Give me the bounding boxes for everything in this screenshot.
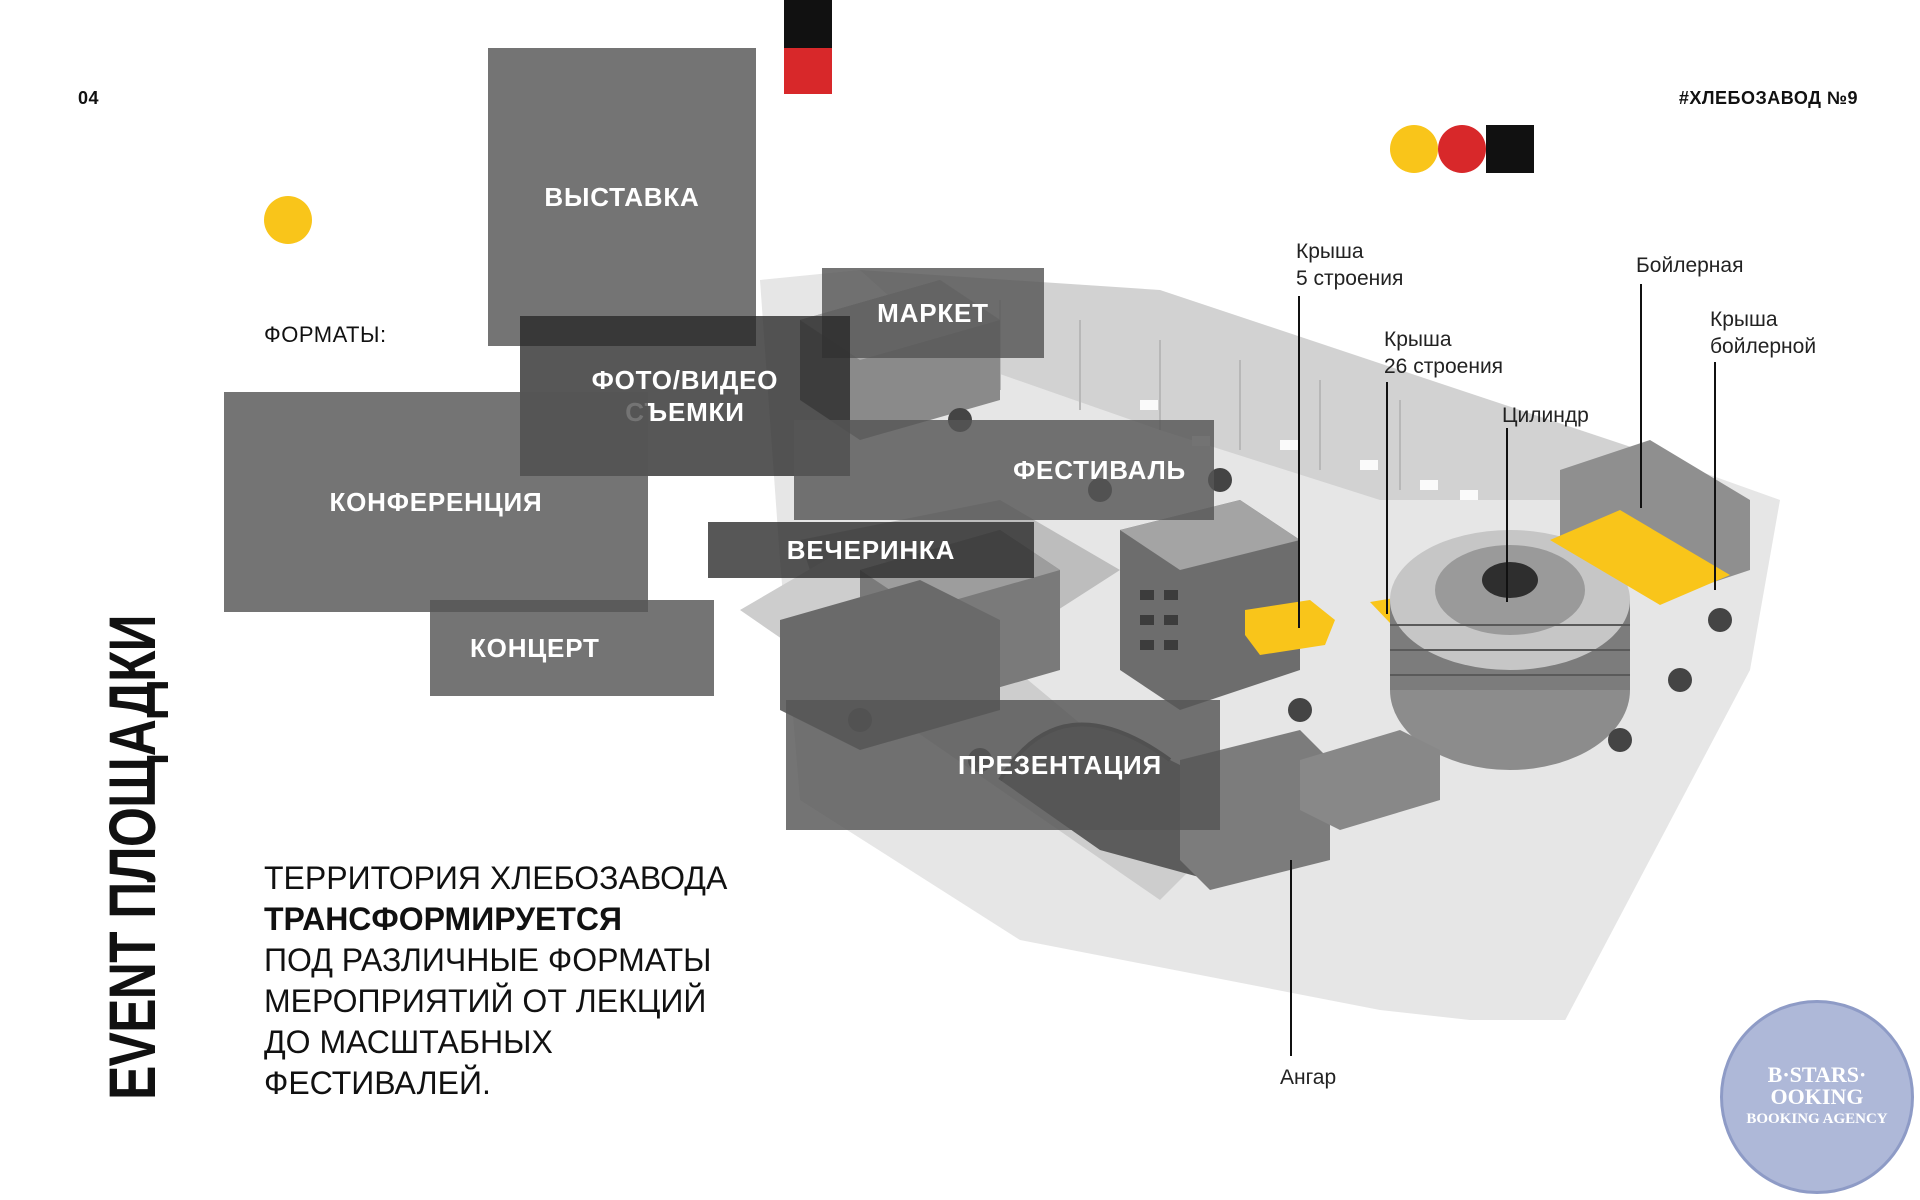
top-red-square xyxy=(784,48,832,94)
parking-lot xyxy=(860,270,1640,500)
leader-roof26 xyxy=(1386,382,1388,614)
leader-hangar xyxy=(1290,860,1292,1056)
format-conference: КОНФЕРЕНЦИЯ xyxy=(224,392,648,612)
format-festival: ФЕСТИВАЛЬ xyxy=(794,420,1214,520)
booking-agency-stamp: B·STARS· OOKING BOOKING AGENCY xyxy=(1720,1000,1914,1194)
boiler-roof-highlight xyxy=(1550,510,1730,605)
format-market: МАРКЕТ xyxy=(822,268,1044,358)
description: ТЕРРИТОРИЯ ХЛЕБОЗАВОДА ТРАНСФОРМИРУЕТСЯ … xyxy=(264,860,728,1101)
roof-5-highlight xyxy=(1245,600,1335,655)
side-title: EVENT ПЛОЩАДКИ xyxy=(95,615,169,1100)
yellow-dot-top xyxy=(1390,125,1438,173)
red-dot-top xyxy=(1438,125,1486,173)
leader-boiler xyxy=(1640,284,1642,508)
label-hangar: Ангар xyxy=(1280,1066,1337,1089)
page-number: 04 xyxy=(78,88,100,108)
yellow-dot-left xyxy=(264,196,312,244)
format-concert: КОНЦЕРТ xyxy=(430,600,714,696)
leader-boiler-roof xyxy=(1714,362,1716,590)
format-party: ВЕЧЕРИНКА xyxy=(708,522,1034,578)
label-boiler: Бойлерная xyxy=(1636,254,1744,277)
brand-hashtag: #ХЛЕБОЗАВОД №9 xyxy=(1678,88,1858,108)
top-black-square xyxy=(784,0,832,48)
leader-cylinder xyxy=(1506,428,1508,602)
leader-roof5 xyxy=(1298,296,1300,628)
label-cylinder: Цилиндр xyxy=(1502,404,1589,427)
formats-label: ФОРМАТЫ: xyxy=(264,322,387,347)
format-exhibition: ВЫСТАВКА xyxy=(488,48,756,346)
format-presentation: ПРЕЗЕНТАЦИЯ xyxy=(786,700,1220,830)
black-square-top xyxy=(1486,125,1534,173)
